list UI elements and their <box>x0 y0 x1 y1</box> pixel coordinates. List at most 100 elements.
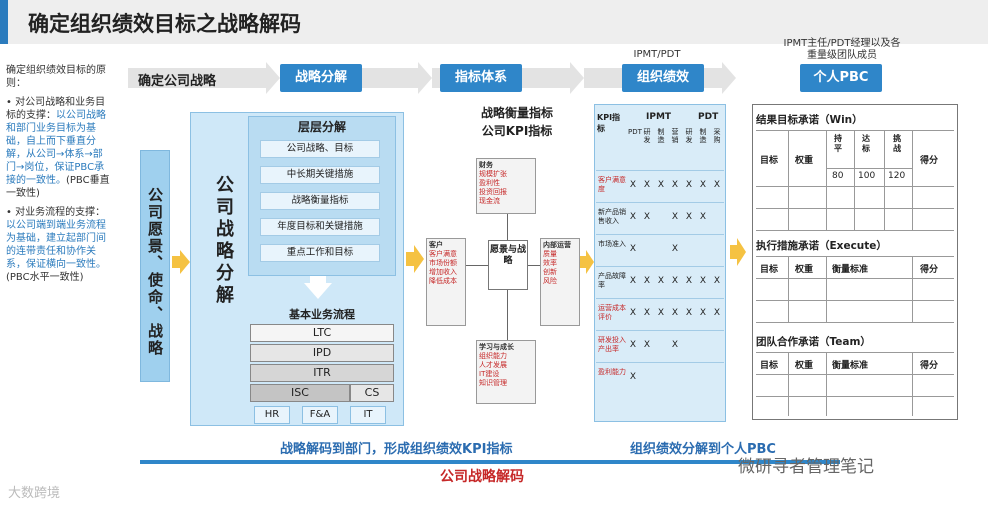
process-row-ltc: LTC <box>250 324 394 342</box>
grid-line <box>756 396 954 397</box>
org-ipmt-head: IPMT <box>646 112 672 122</box>
grid-line <box>826 130 827 230</box>
grid-line <box>912 256 913 322</box>
grid-line <box>756 256 954 257</box>
arrow-shape-1 <box>128 62 280 94</box>
principles-text: 确定组织绩效目标的原则： • 对公司战略和业务目标的支撑：以公司战略和部门业务目… <box>6 64 112 284</box>
bsc-learning-title: 学习与成长 <box>479 343 514 351</box>
caption-strategy-decoding: 公司战略解码 <box>440 469 524 485</box>
step-org-head: IPMT/PDT <box>633 49 681 60</box>
grid-line <box>912 130 913 230</box>
pbc-h-target: 目标 <box>760 361 779 371</box>
grid-line <box>756 300 954 301</box>
org-kpi-mark: X <box>699 276 707 286</box>
bsc-line: 风险 <box>543 277 557 285</box>
support-it: IT <box>350 406 386 424</box>
org-subcol-head: 研发 <box>685 128 693 144</box>
layer-item: 公司战略、目标 <box>260 140 380 158</box>
org-kpi-mark: X <box>657 308 665 318</box>
process-row-itr: ITR <box>250 364 394 382</box>
org-kpi-mark: X <box>629 308 637 318</box>
org-row-divider <box>596 362 724 363</box>
page-title: 确定组织绩效目标之战略解码 <box>28 12 301 36</box>
org-pdt-head: PDT <box>698 112 719 122</box>
org-row-divider <box>596 202 724 203</box>
grid-line <box>826 256 827 322</box>
grid-line <box>756 208 954 209</box>
org-subcol-head: 制造 <box>657 128 665 144</box>
title-accent <box>0 0 8 44</box>
pbc-h-target: 目标 <box>760 156 779 166</box>
principle-vertical-lead: 对公司战略和业务目标的支撑： <box>6 97 106 121</box>
org-kpi-mark: X <box>685 276 693 286</box>
support-hr: HR <box>254 406 290 424</box>
org-kpi-panel <box>594 104 726 422</box>
bsc-finance: 财务 规模扩张 盈利性 投资回报 现金流 <box>476 158 536 214</box>
org-kpi-mark: X <box>657 276 665 286</box>
grid-line <box>826 168 912 169</box>
principle-horizontal-lead: 对业务流程的支撑： <box>15 207 106 218</box>
org-kpi-mark: X <box>671 340 679 350</box>
step-personal-pbc: 个人PBC <box>800 64 882 92</box>
pbc-h-challenge: 挑战 <box>893 134 901 153</box>
kpi-title-1: 战略衡量指标 <box>480 106 553 120</box>
org-kpi-mark: X <box>643 180 651 190</box>
org-kpi-name: 新产品销售收入 <box>598 208 626 225</box>
org-kpi-mark: X <box>629 180 637 190</box>
org-kpi-mark: X <box>629 340 637 350</box>
org-kpi-mark: X <box>685 212 693 222</box>
bsc-customer-title: 客户 <box>429 241 443 249</box>
bsc-line: 效率 <box>543 259 557 267</box>
layer-item: 重点工作和目标 <box>260 244 380 262</box>
bsc-line: 质量 <box>543 250 557 258</box>
org-kpi-name: 运营成本评价 <box>598 304 626 321</box>
org-kpi-col-head: KPI指标 <box>597 113 621 133</box>
bsc-line: 规模扩张 <box>479 170 507 178</box>
org-kpi-mark: X <box>643 340 651 350</box>
title-bar <box>0 0 988 44</box>
support-fa: F&A <box>302 406 338 424</box>
org-row-divider <box>596 298 724 299</box>
org-kpi-mark: X <box>671 212 679 222</box>
org-kpi-mark: X <box>685 308 693 318</box>
org-row-divider <box>596 170 724 171</box>
pbc-execute-title: 执行措施承诺（Execute） <box>756 240 887 252</box>
kpi-title: 战略衡量指标 公司KPI指标 <box>442 104 592 140</box>
bsc-finance-title: 财务 <box>479 161 493 169</box>
grid-line <box>756 322 954 323</box>
layer-item: 战略衡量指标 <box>260 192 380 210</box>
grid-line <box>756 374 954 375</box>
org-row-divider <box>596 330 724 331</box>
bsc-core: 愿景与战略 <box>488 240 528 290</box>
panel-arrow-3 <box>730 238 746 266</box>
panel-arrow-2 <box>580 250 594 274</box>
org-kpi-name: 市场准入 <box>598 240 626 248</box>
pbc-h-weight: 权重 <box>795 265 814 275</box>
watermark-right: 微研寻者管理笔记 <box>738 457 874 477</box>
pbc-value-achieve: 100 <box>858 171 876 181</box>
org-kpi-mark: X <box>671 276 679 286</box>
caption-dept-kpi: 战略解码到部门，形成组织绩效KPI指标 <box>280 442 513 457</box>
org-kpi-name: 客户满意度 <box>598 176 626 193</box>
org-kpi-mark: X <box>629 372 637 382</box>
principles-intro: 确定组织绩效目标的原则： <box>6 65 106 89</box>
grid-line <box>788 130 789 230</box>
grid-line <box>912 352 913 416</box>
pbc-value-challenge: 120 <box>888 171 906 181</box>
principle-horizontal: • 对业务流程的支撑：以公司端到端业务流程为基础，建立起部门间的连带责任和协作关… <box>6 207 106 283</box>
org-subcol-head: 采购 <box>713 128 721 144</box>
bsc-line: 创新 <box>543 268 557 276</box>
org-kpi-name: 盈利能力 <box>598 368 626 376</box>
org-subcol-head: 营销 <box>671 128 679 144</box>
bsc-line: 盈利性 <box>479 179 500 187</box>
org-subcol-head: 研发 <box>643 128 651 144</box>
org-kpi-mark: X <box>629 212 637 222</box>
pbc-h-score: 得分 <box>920 156 939 166</box>
process-row-isc: ISC <box>250 384 350 402</box>
bsc-line: 降低成本 <box>429 277 457 285</box>
org-kpi-mark: X <box>643 212 651 222</box>
pbc-team-title: 团队合作承诺（Team） <box>756 336 871 348</box>
process-row-cs: CS <box>350 384 394 402</box>
principle-vertical: • 对公司战略和业务目标的支撑：以公司战略和部门业务目标为基础，自上而下垂直分解… <box>6 97 110 199</box>
org-kpi-mark: X <box>657 180 665 190</box>
